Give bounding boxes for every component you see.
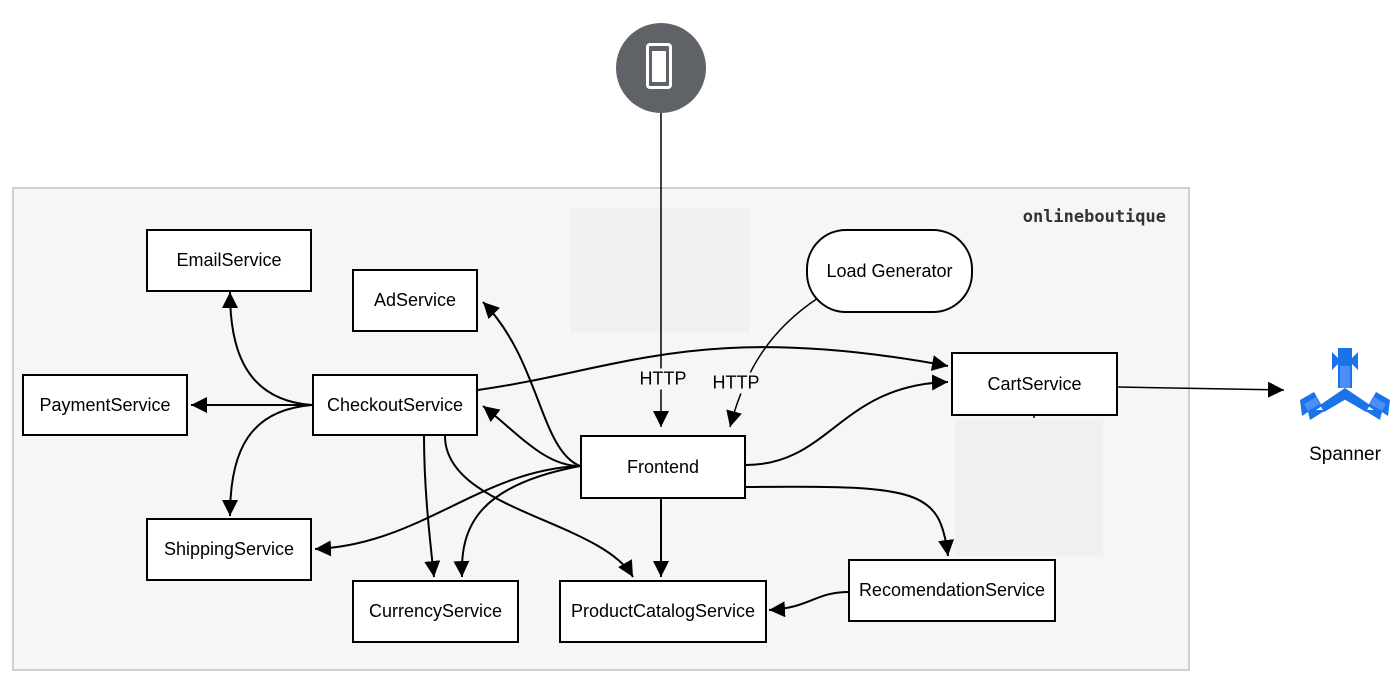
checkout-service-node: CheckoutService xyxy=(312,374,478,436)
edge-frontend-ad xyxy=(482,301,581,467)
edge-checkout-currency xyxy=(423,435,441,578)
frontend-node: Frontend xyxy=(580,435,746,499)
ad-service-node: AdService xyxy=(352,269,478,332)
user-device xyxy=(616,23,706,113)
edge-frontend-checkout xyxy=(482,405,581,467)
cart-service-node: CartService xyxy=(951,352,1118,416)
cluster-label: onlineboutique xyxy=(1022,207,1166,227)
edge-frontend-recommendation xyxy=(745,485,955,557)
email-service-node: EmailService xyxy=(146,229,312,292)
shipping-service-node: ShippingService xyxy=(146,518,312,581)
mobile-phone-icon xyxy=(646,43,672,89)
edge-frontend-cart xyxy=(745,374,949,466)
edge-recommendation-productcatalog xyxy=(768,591,850,618)
edge-checkout-cart xyxy=(477,346,949,391)
product-catalog-service-node: ProductCatalogService xyxy=(559,580,767,643)
edge-checkout-shipping xyxy=(222,404,313,517)
edge-cart-spanner xyxy=(1117,381,1285,398)
recommendation-service-node: RecomendationService xyxy=(848,559,1056,622)
payment-service-node: PaymentService xyxy=(22,374,188,436)
edge-loadgen-frontend xyxy=(726,297,819,428)
edge-frontend-currency xyxy=(453,465,581,578)
spanner-icon xyxy=(1300,348,1390,420)
edge-checkout-email xyxy=(222,291,313,406)
faint-background-patch xyxy=(955,420,1103,556)
currency-service-node: CurrencyService xyxy=(352,580,519,643)
edge-frontend-shipping xyxy=(314,465,581,557)
load-generator-node: Load Generator xyxy=(806,229,973,313)
http-label-user: HTTP xyxy=(637,368,689,390)
faint-background-patch xyxy=(570,208,750,332)
spanner-label: Spanner xyxy=(1309,444,1381,465)
http-label-loadgen: HTTP xyxy=(710,372,762,394)
edge-checkout-productcatalog xyxy=(444,435,634,578)
